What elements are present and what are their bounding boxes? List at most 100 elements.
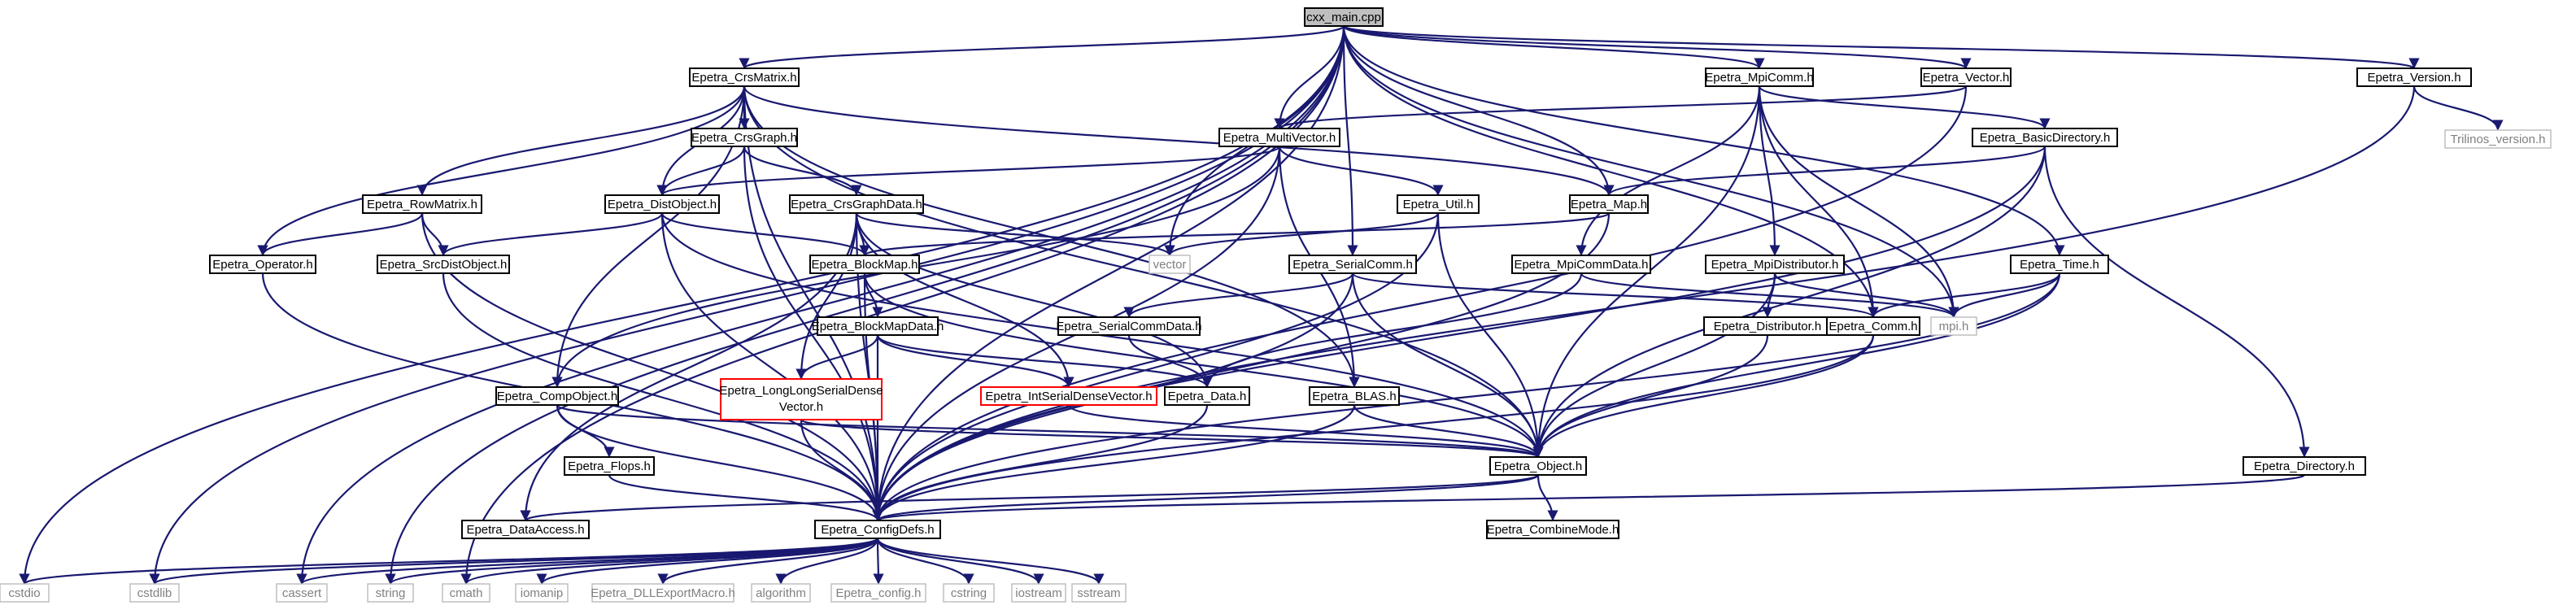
node-serial-comm-data[interactable]: Epetra_SerialCommData.h [1056,316,1202,336]
node-box [1486,520,1619,539]
node-version[interactable]: Epetra_Version.h [2356,67,2472,87]
node-sstream: sstream [1071,583,1127,603]
node-comp-object[interactable]: Epetra_CompObject.h [495,386,619,406]
node-box [1149,255,1191,274]
node-mpi-comm-data[interactable]: Epetra_MpiCommData.h [1511,255,1651,274]
node-mpi-distributor[interactable]: Epetra_MpiDistributor.h [1705,255,1845,274]
node-label: Epetra_SerialComm.h [1292,258,1413,272]
node-crs-graph-data[interactable]: Epetra_CrsGraphData.h [789,194,924,214]
node-box [1489,456,1587,476]
node-box [817,316,939,336]
node-distributor[interactable]: Epetra_Distributor.h [1703,316,1832,336]
node-serial-comm[interactable]: Epetra_SerialComm.h [1288,255,1417,274]
include-edge-time-to-comm [1868,272,2061,318]
include-edge-comm-to-config-defs [872,334,1875,521]
include-edge-cxx-main-to-mpi-comm [1342,24,1765,70]
node-box [495,386,619,406]
include-edge-comm-to-object [1532,334,1875,458]
include-edge-crs-graph-data-to-long-long-serial-dense-vector [795,212,858,380]
node-label: Epetra_ConfigDefs.h [821,523,934,537]
node-object[interactable]: Epetra_Object.h [1489,456,1587,476]
node-mpi-comm[interactable]: Epetra_MpiComm.h [1705,67,1814,87]
include-edge-vector-to-multi-vector [1274,85,1968,130]
include-edge-util-to-vector [1164,212,1440,256]
node-label: Epetra_BlockMap.h [812,258,918,272]
node-label: Epetra_IntSerialDenseVector.h [985,390,1152,403]
node-mpi: mpi.h [1930,316,1977,336]
node-cassert: cassert [276,583,328,603]
include-edge-crs-matrix-to-object [743,85,1544,458]
node-block-map[interactable]: Epetra_BlockMap.h [809,255,920,274]
node-util[interactable]: Epetra_Util.h [1397,194,1480,214]
node-box [720,378,883,420]
node-box [943,583,995,603]
include-edge-config-defs-to-algorithm [775,538,879,585]
node-label: Epetra_Data.h [1168,390,1247,403]
include-edge-crs-matrix-to-row-matrix [416,85,746,196]
node-label: Epetra_LongLongSerialDense [720,384,883,398]
node-cxx-main[interactable]: cxx_main.cpp [1304,7,1384,27]
node-dllexport-macro: Epetra_DLLExportMacro.h [591,583,735,603]
node-combine-mode[interactable]: Epetra_CombineMode.h [1486,520,1619,539]
include-edge-blas-to-config-defs [872,404,1356,521]
node-label-continued: Vector.h [779,400,823,414]
node-map[interactable]: Epetra_Map.h [1569,194,1649,214]
node-comm[interactable]: Epetra_Comm.h [1826,316,1920,336]
include-edge-cxx-main-to-vector [1342,24,1972,70]
node-vector[interactable]: Epetra_Vector.h [1920,67,2012,87]
include-edge-basic-directory-to-object [1532,146,2046,458]
node-flops[interactable]: Epetra_Flops.h [564,456,655,476]
node-data[interactable]: Epetra_Data.h [1164,386,1250,406]
node-crs-graph[interactable]: Epetra_CrsGraph.h [691,128,798,147]
node-multi-vector[interactable]: Epetra_MultiVector.h [1218,128,1340,147]
include-edge-cxx-main-to-serial-comm [1342,25,1358,256]
node-box [2356,67,2472,87]
node-box [362,194,482,214]
node-box [377,255,510,274]
node-config-defs[interactable]: Epetra_ConfigDefs.h [814,520,941,539]
node-row-matrix[interactable]: Epetra_RowMatrix.h [362,194,482,214]
include-edge-config-defs-to-cstring [876,538,974,585]
node-box [276,583,328,603]
node-box [564,456,655,476]
include-edge-mpi-distributor-to-object [1532,272,1776,458]
node-label: Epetra_BasicDirectory.h [1980,131,2111,145]
include-edge-mpi-comm-data-to-mpi [1580,272,1959,318]
node-box [1057,316,1201,336]
node-dist-object[interactable]: Epetra_DistObject.h [604,194,720,214]
node-crs-matrix[interactable]: Epetra_CrsMatrix.h [689,67,800,87]
node-blas[interactable]: Epetra_BLAS.h [1309,386,1400,406]
node-box [814,520,941,539]
node-algorithm: algorithm [751,583,811,603]
node-label: string [376,586,406,600]
node-box [751,583,811,603]
node-label: Epetra_Directory.h [2254,459,2355,473]
include-edge-config-defs-to-sstream [876,538,1105,585]
include-edge-blas-to-object [1353,404,1544,458]
node-data-access[interactable]: Epetra_DataAccess.h [461,520,590,539]
node-cstring: cstring [943,583,995,603]
node-label: Epetra_Object.h [1494,459,1582,473]
include-edge-cxx-main-to-map [1342,25,1615,196]
node-iomanip: iomanip [515,583,569,603]
node-box [604,194,720,214]
include-edge-util-to-object [1436,212,1544,458]
node-int-serial-dense-vector[interactable]: Epetra_IntSerialDenseVector.h [980,386,1157,406]
node-label: iomanip [521,586,564,600]
node-operator[interactable]: Epetra_Operator.h [209,255,316,274]
node-vector: vector [1149,255,1191,274]
node-time[interactable]: Epetra_Time.h [2010,255,2109,274]
node-box [1011,583,1066,603]
node-label: iostream [1015,586,1062,600]
node-directory[interactable]: Epetra_Directory.h [2243,456,2366,476]
include-edge-multi-vector-to-util [1278,146,1444,196]
include-edge-cxx-main-to-version [1342,24,2419,70]
node-src-dist-object[interactable]: Epetra_SrcDistObject.h [377,255,510,274]
node-basic-directory[interactable]: Epetra_BasicDirectory.h [1972,128,2118,147]
include-edge-cxx-main-to-mpi [1342,25,1959,318]
include-edge-version-to-trilinos-version [2413,85,2504,131]
include-edge-crs-matrix-to-map [743,85,1615,196]
node-block-map-data[interactable]: Epetra_BlockMapData.h [812,316,944,336]
